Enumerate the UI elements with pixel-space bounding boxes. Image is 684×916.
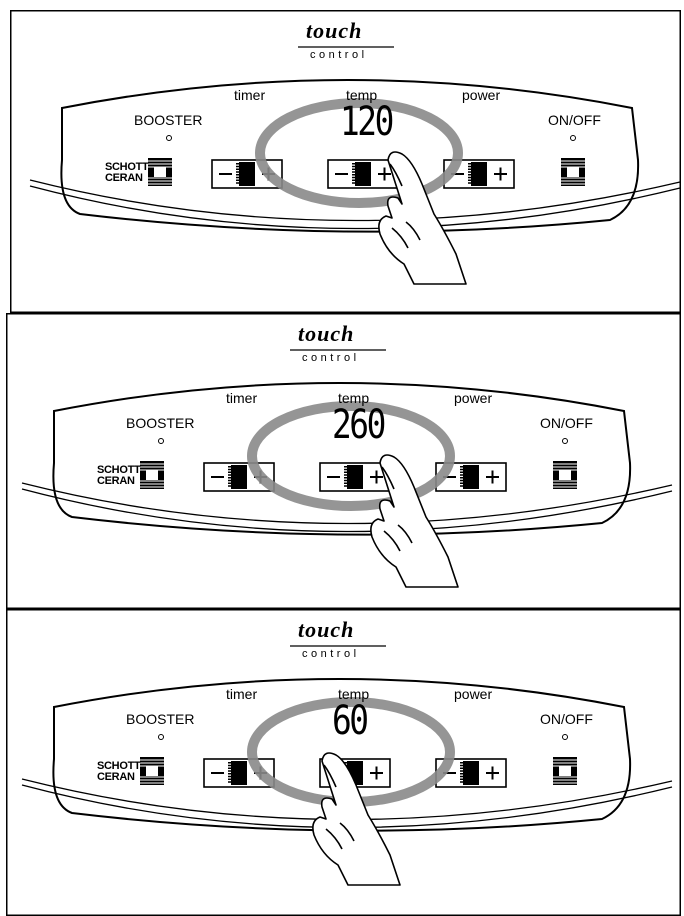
brand-touch-logo: touch	[306, 20, 362, 42]
onoff-indicator-led	[563, 439, 568, 444]
brand-touch-logo: touch	[298, 323, 354, 345]
booster-label: BOOSTER	[126, 416, 194, 430]
brand-touch-logo: touch	[298, 619, 354, 641]
onoff-button[interactable]	[553, 461, 577, 489]
brand-control-text: control	[302, 353, 360, 364]
booster-label: BOOSTER	[126, 712, 194, 726]
onoff-button[interactable]	[553, 757, 577, 785]
temp-plusminus-control[interactable]	[320, 463, 390, 491]
booster-indicator-led	[167, 136, 172, 141]
temp-plusminus-control[interactable]	[328, 160, 398, 188]
brand-control-text: control	[310, 50, 368, 61]
onoff-button[interactable]	[561, 158, 585, 186]
onoff-label: ON/OFF	[540, 712, 593, 726]
power-label: power	[454, 687, 492, 701]
onoff-label: ON/OFF	[548, 113, 601, 127]
temperature-display: 120	[340, 102, 392, 142]
temperature-display: 60	[332, 701, 367, 741]
onoff-indicator-led	[563, 735, 568, 740]
booster-button[interactable]	[148, 158, 172, 186]
timer-label: timer	[226, 687, 257, 701]
brand-control-text: control	[302, 649, 360, 660]
timer-label: timer	[234, 88, 265, 102]
booster-indicator-led	[159, 439, 164, 444]
booster-button[interactable]	[140, 757, 164, 785]
onoff-label: ON/OFF	[540, 416, 593, 430]
power-label: power	[454, 391, 492, 405]
booster-indicator-led	[159, 735, 164, 740]
schott-logo-line2: CERAN	[97, 772, 135, 783]
power-label: power	[462, 88, 500, 102]
booster-button[interactable]	[140, 461, 164, 489]
timer-label: timer	[226, 391, 257, 405]
schott-logo-line2: CERAN	[105, 173, 143, 184]
booster-label: BOOSTER	[134, 113, 202, 127]
temperature-display: 260	[332, 405, 384, 445]
onoff-indicator-led	[571, 136, 576, 141]
schott-logo-line2: CERAN	[97, 476, 135, 487]
